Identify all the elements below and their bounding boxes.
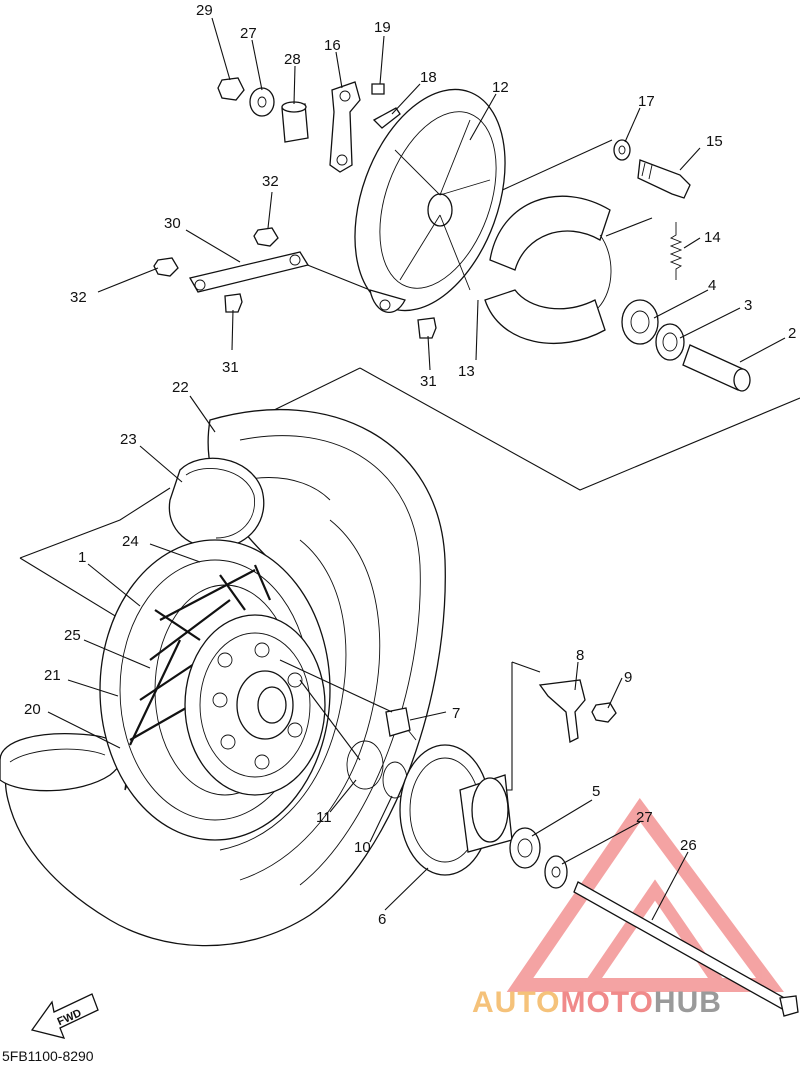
drawing-code: 5FB1100-8290	[2, 1048, 94, 1064]
watermark-triangle-inner	[578, 879, 732, 991]
callout-5: 5	[592, 783, 600, 800]
hub	[184, 614, 326, 796]
small-parts	[153, 77, 799, 1017]
fwd-arrow: FWD	[30, 993, 99, 1039]
watermark-hub: HUB	[654, 986, 722, 1019]
watermark-text: AUTOMOTOHUB	[472, 986, 722, 1019]
callout-16: 16	[324, 37, 341, 54]
brake-shoes	[484, 195, 612, 344]
callout-8: 8	[576, 647, 584, 664]
callout-24: 24	[122, 533, 139, 550]
callout-4: 4	[708, 277, 716, 294]
callout-10: 10	[354, 839, 371, 856]
callout-1: 1	[78, 549, 86, 566]
callout-25: 25	[64, 627, 81, 644]
callout-20: 20	[24, 701, 41, 718]
callout-30: 30	[164, 215, 181, 232]
callout-6: 6	[378, 911, 386, 928]
callout-31-left: 31	[222, 359, 239, 376]
callout-11: 11	[316, 809, 332, 826]
fwd-arrow-icon	[30, 993, 99, 1039]
callout-14: 14	[704, 229, 721, 246]
watermark-logo	[506, 797, 784, 992]
callout-26: 26	[680, 837, 697, 854]
callout-3: 3	[744, 297, 752, 314]
callout-15: 15	[706, 133, 723, 150]
callout-32-upper: 32	[262, 173, 279, 190]
callout-2: 2	[788, 325, 796, 342]
callout-31-right: 31	[420, 373, 437, 390]
brake-shoe-plate	[354, 88, 506, 313]
callout-27-lower: 27	[636, 809, 653, 826]
spring	[669, 222, 683, 280]
callout-12: 12	[492, 79, 509, 96]
callout-labels: 29 27 28 16 19 18 12 17 15 32 30 32 31 3…	[24, 2, 796, 928]
callout-22: 22	[172, 379, 189, 396]
brake-camshaft	[637, 159, 691, 199]
leader-lines	[47, 17, 786, 921]
callout-7: 7	[452, 705, 460, 722]
callout-27-upper: 27	[240, 25, 257, 42]
callout-18: 18	[420, 69, 437, 86]
callout-29: 29	[196, 2, 213, 19]
watermark-moto: MOTO	[560, 986, 653, 1019]
callout-13: 13	[458, 363, 475, 380]
callout-32-left: 32	[70, 289, 87, 306]
tube	[168, 457, 265, 549]
callout-9: 9	[624, 669, 632, 686]
callout-23: 23	[120, 431, 137, 448]
watermark-auto: AUTO	[472, 986, 560, 1019]
callout-17: 17	[638, 93, 655, 110]
callout-21: 21	[44, 667, 61, 684]
callout-28: 28	[284, 51, 301, 68]
callout-19: 19	[374, 19, 391, 36]
